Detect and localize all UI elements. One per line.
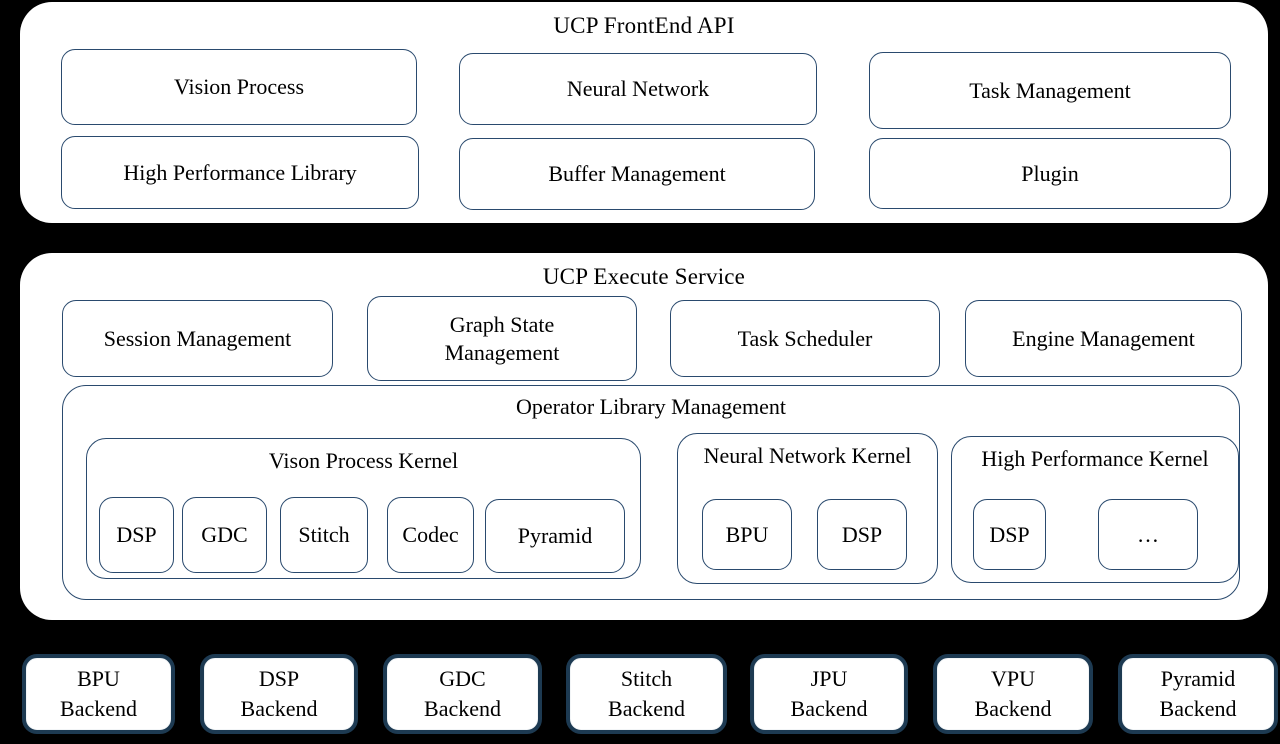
frontend-box-neural-network: Neural Network bbox=[459, 53, 817, 125]
kernel-box-dsp: DSP bbox=[817, 499, 907, 570]
kernel-box-dsp: DSP bbox=[973, 499, 1046, 570]
backend-suffix: Backend bbox=[1159, 696, 1237, 721]
kernel-box-codec: Codec bbox=[387, 497, 474, 573]
backend-suffix: Backend bbox=[974, 696, 1052, 721]
backend-name: VPU bbox=[990, 666, 1035, 692]
backend-suffix: Backend bbox=[240, 696, 318, 721]
kernel-box-stitch: Stitch bbox=[280, 497, 368, 573]
execute-service-title: UCP Execute Service bbox=[542, 264, 746, 289]
execute-box-engine-management: Engine Management bbox=[965, 300, 1242, 377]
backend-suffix: Backend bbox=[60, 696, 137, 721]
backend-box-gdc: GDC Backend bbox=[383, 654, 542, 734]
kernel-box-ellipsis: … bbox=[1098, 499, 1198, 570]
backend-box-vpu: VPU Backend bbox=[933, 654, 1093, 734]
operator-library-title: Operator Library Management bbox=[516, 394, 786, 419]
backend-name: BPU bbox=[77, 666, 120, 692]
kernel-group-neural-network-title: Neural Network Kernel bbox=[703, 443, 912, 468]
kernel-box-dsp: DSP bbox=[99, 497, 174, 573]
frontend-api-card: UCP FrontEnd API Vision Process Neural N… bbox=[20, 2, 1268, 223]
backend-suffix: Backend bbox=[608, 696, 685, 721]
kernel-group-high-performance-title: High Performance Kernel bbox=[981, 446, 1209, 471]
backend-name: DSP bbox=[258, 666, 300, 692]
kernel-box-bpu: BPU bbox=[702, 499, 792, 570]
execute-box-graph-state-management: Graph State Management bbox=[367, 296, 637, 381]
frontend-box-buffer-management: Buffer Management bbox=[459, 138, 815, 210]
execute-box-task-scheduler: Task Scheduler bbox=[670, 300, 940, 377]
kernel-group-neural-network: Neural Network Kernel BPU DSP bbox=[677, 433, 938, 584]
kernel-group-vison-process: Vison Process Kernel DSP GDC Stitch Code… bbox=[86, 438, 641, 579]
backend-box-pyramid: Pyramid Backend bbox=[1118, 654, 1278, 734]
frontend-box-plugin: Plugin bbox=[869, 138, 1231, 209]
backend-box-stitch: Stitch Backend bbox=[566, 654, 727, 734]
execute-service-card: UCP Execute Service Session Management G… bbox=[20, 253, 1268, 620]
frontend-api-title: UCP FrontEnd API bbox=[553, 13, 735, 38]
backend-name: Stitch bbox=[620, 666, 673, 692]
frontend-box-high-performance-library: High Performance Library bbox=[61, 136, 419, 209]
backend-name: Pyramid bbox=[1160, 666, 1236, 692]
backend-suffix: Backend bbox=[790, 696, 868, 721]
backend-name: JPU bbox=[810, 666, 848, 692]
backend-box-jpu: JPU Backend bbox=[750, 654, 908, 734]
backend-suffix: Backend bbox=[424, 696, 501, 721]
kernel-group-vison-process-title: Vison Process Kernel bbox=[268, 448, 459, 473]
operator-library-container: Operator Library Management Vison Proces… bbox=[62, 385, 1240, 600]
kernel-box-gdc: GDC bbox=[182, 497, 267, 573]
frontend-box-vision-process: Vision Process bbox=[61, 49, 417, 125]
kernel-group-high-performance: High Performance Kernel DSP … bbox=[951, 436, 1239, 583]
execute-box-session-management: Session Management bbox=[62, 300, 333, 377]
backend-box-bpu: BPU Backend bbox=[22, 654, 175, 734]
frontend-box-task-management: Task Management bbox=[869, 52, 1231, 129]
backend-box-dsp: DSP Backend bbox=[200, 654, 358, 734]
backend-name: GDC bbox=[439, 666, 486, 692]
kernel-box-pyramid: Pyramid bbox=[485, 499, 625, 573]
